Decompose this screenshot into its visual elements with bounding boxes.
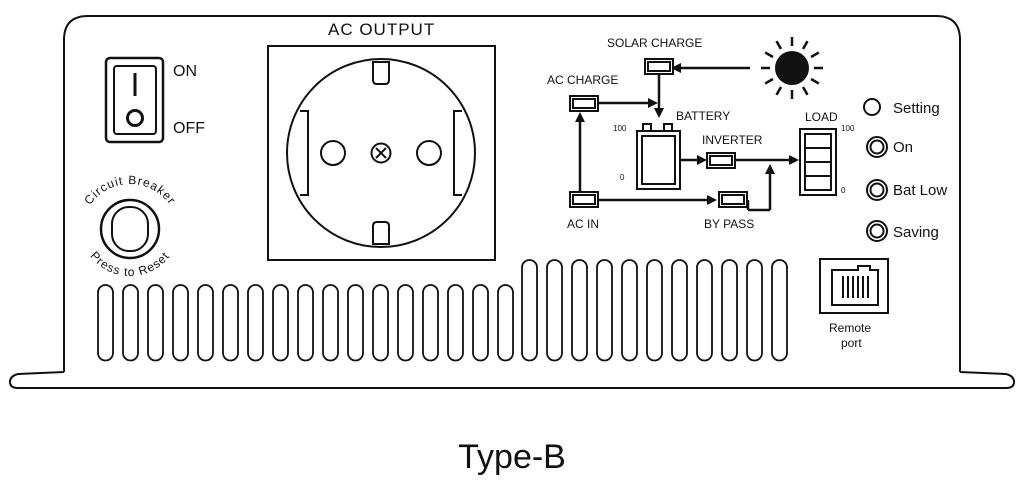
ac-output-socket [267, 45, 496, 261]
switch-off-label: OFF [173, 120, 205, 137]
vent-slot [447, 284, 464, 362]
vent-slot [172, 284, 189, 362]
flow-diagram [575, 63, 799, 212]
vent-slot [646, 259, 663, 362]
battery-label: BATTERY [676, 109, 731, 123]
sun-ray [801, 86, 809, 96]
vent-slot [571, 259, 588, 362]
vent-slot [521, 259, 538, 362]
vent-slot [122, 284, 139, 362]
vent-slot [372, 284, 389, 362]
breaker-bottom-text: Press to Reset [88, 249, 173, 279]
vent-slot [247, 284, 264, 362]
vent-slot [746, 259, 763, 362]
vent-slot [397, 284, 414, 362]
sun-ray [764, 51, 774, 59]
battery-min-label: 0 [620, 173, 625, 182]
indicator-on-label: On [893, 139, 914, 156]
ventilation-slots [97, 259, 788, 362]
battery-icon [636, 123, 681, 190]
figure-caption: Type-B [458, 438, 566, 476]
circuit-breaker[interactable]: Circuit Breaker Press to Reset [81, 173, 179, 279]
battery-max-label: 100 [613, 124, 627, 133]
vent-slot [322, 284, 339, 362]
indicator-leds [863, 98, 888, 242]
remote-port[interactable] [819, 258, 889, 314]
breaker-top-text: Circuit Breaker [81, 173, 179, 207]
solar-charge-label: SOLAR CHARGE [607, 36, 703, 50]
ac-in-label: AC IN [567, 217, 600, 231]
ac-charge-label: AC CHARGE [547, 73, 619, 87]
ac-output-title: AC OUTPUT [328, 20, 436, 39]
vent-slot [297, 284, 314, 362]
vent-slot [621, 259, 638, 362]
vent-slot [671, 259, 688, 362]
sun-ray [810, 51, 820, 59]
vent-slot [422, 284, 439, 362]
vent-slot [97, 284, 114, 362]
remote-port-label-line2: port [841, 336, 862, 350]
panel-housing [8, 15, 1016, 389]
vent-slot [721, 259, 738, 362]
vent-slot [272, 284, 289, 362]
sun-ray [775, 86, 783, 96]
by-pass-label: BY PASS [704, 217, 755, 231]
inverter-label: INVERTER [702, 133, 763, 147]
vent-slot [546, 259, 563, 362]
indicator-setting-label: Setting [893, 100, 940, 117]
load-label: LOAD [805, 110, 838, 124]
indicator-saving-label: Saving [893, 224, 939, 241]
vent-slot [771, 259, 788, 362]
load-max-label: 100 [841, 124, 855, 133]
sun-ray [810, 77, 820, 85]
vent-slot [696, 259, 713, 362]
remote-port-label-line1: Remote [829, 321, 872, 335]
indicator-bat-low-label: Bat Low [893, 182, 948, 199]
vent-slot [222, 284, 239, 362]
vent-slot [472, 284, 489, 362]
vent-slot [347, 284, 364, 362]
sun-ray [764, 77, 774, 85]
power-switch[interactable] [104, 56, 165, 144]
sun-icon [761, 37, 823, 99]
sun-ray [801, 40, 809, 50]
vent-slot [197, 284, 214, 362]
vent-slot [497, 284, 514, 362]
load-bar [799, 128, 837, 196]
vent-slot [147, 284, 164, 362]
vent-slot [596, 259, 613, 362]
sun-ray [775, 40, 783, 50]
switch-on-label: ON [173, 63, 197, 80]
flow-leds [569, 58, 748, 208]
load-min-label: 0 [841, 186, 846, 195]
